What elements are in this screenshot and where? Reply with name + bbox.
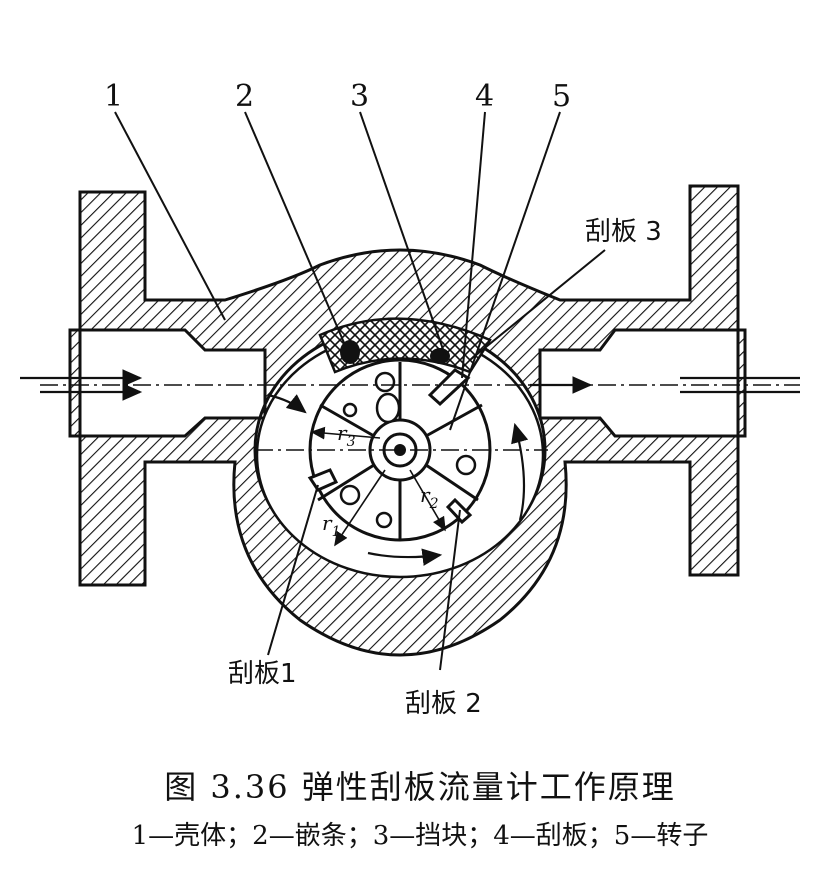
label-scraper-2: 刮板 2 bbox=[405, 689, 482, 719]
flow-arrows bbox=[20, 369, 800, 566]
leader-lines bbox=[114, 111, 606, 671]
label-scraper-3: 刮板 3 bbox=[585, 217, 662, 247]
label-r2: r2 bbox=[420, 483, 439, 512]
insert-dot-left bbox=[340, 340, 360, 364]
rotor bbox=[308, 358, 492, 542]
insert-dot-right bbox=[430, 348, 450, 364]
label-part-4: 4 bbox=[475, 79, 494, 114]
figure-legend: 1—壳体；2—嵌条；3—挡块；4—刮板；5—转子 bbox=[131, 821, 709, 851]
label-part-3: 3 bbox=[350, 79, 369, 114]
scraper-blades bbox=[307, 368, 473, 525]
label-part-5: 5 bbox=[552, 79, 571, 114]
label-scraper-1: 刮板1 bbox=[228, 659, 297, 689]
label-part-2: 2 bbox=[235, 79, 254, 114]
label-part-1: 1 bbox=[104, 79, 123, 114]
flowmeter-diagram: 1 2 3 4 5 刮板 3 刮板1 刮板 2 r3 r1 r2 bbox=[20, 79, 800, 719]
label-r3: r3 bbox=[337, 421, 356, 450]
label-r1: r1 bbox=[322, 511, 340, 540]
figure-title: 图 3.36 弹性刮板流量计工作原理 bbox=[164, 768, 676, 806]
